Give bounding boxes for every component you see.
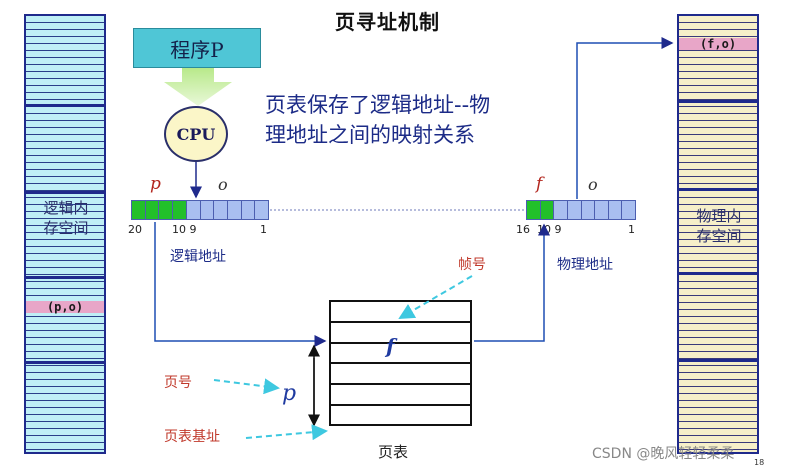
diagram-title: 页寻址机制 [335,10,440,34]
page-table-index-label: p [282,381,297,406]
description-text: 页表保存了逻辑地址--物理地址之间的映射关系 [265,93,491,147]
slide-page-number: 18 [754,458,765,467]
page-table [329,300,472,426]
physical-memory-entry: (f,o) [679,38,757,50]
page-table-caption: 页表 [378,443,409,461]
physical-address-register [526,200,636,220]
page-number-label: 页号 [164,375,192,391]
physical-memory-label: 物理内 存空间 [696,207,742,245]
watermark: CSDN @晚风轻轻柔柔 [592,446,735,462]
logical-bit-low: 1 [260,223,267,236]
page-table-frame-cell: f [386,334,395,358]
logical-memory-column: (p,o) [24,14,106,454]
physical-memory-column: (f,o) [677,14,759,454]
physical-f-label: f [536,174,543,194]
frame-number-label: 帧号 [458,257,486,273]
logical-address-caption: 逻辑地址 [170,249,226,265]
logical-memory-label: 逻辑内 存空间 [43,199,89,237]
page-table-base-label: 页表基址 [164,429,220,445]
physical-bit-high: 16 [516,223,530,236]
logical-o-label: o [218,175,228,194]
physical-o-label: o [588,175,598,194]
physical-bit-low: 1 [628,223,635,236]
logical-p-label: p [150,174,161,194]
program-to-cpu-arrow [164,68,232,106]
logical-bit-mid: 10 9 [172,223,197,236]
physical-address-caption: 物理地址 [557,257,613,273]
logical-address-register [131,200,269,220]
logical-memory-entry: (p,o) [26,301,104,313]
logical-bit-high: 20 [128,223,142,236]
cpu-circle: CPU [164,106,228,162]
program-box: 程序P [133,28,261,68]
